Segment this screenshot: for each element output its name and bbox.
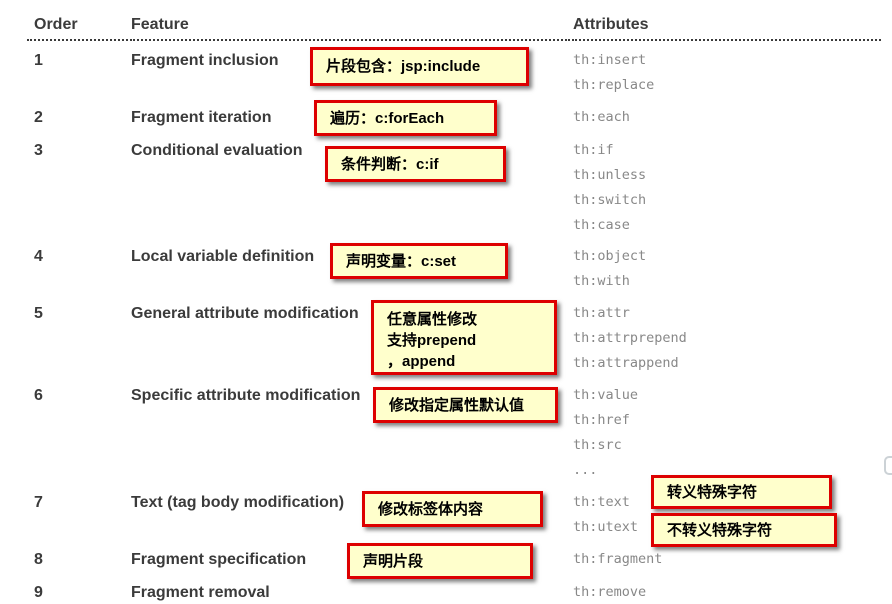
annotation-text: 修改标签体内容: [378, 500, 484, 518]
attribute-value: th:text: [573, 494, 630, 510]
annotation-text: 修改指定属性默认值: [389, 396, 525, 414]
annotation-text: 条件判断：c:if: [341, 155, 439, 173]
attribute-value: th:with: [573, 273, 630, 289]
annotation-specific-attribute-modification: 修改指定属性默认值: [373, 387, 558, 423]
row-attributes: th:attr th:attrprepend th:attrappend: [573, 301, 687, 376]
row-feature: Fragment iteration: [131, 109, 272, 126]
row-attributes: th:text th:utext: [573, 490, 638, 540]
annotation-text: 片段包含：jsp:include: [326, 58, 481, 75]
row-attributes: th:fragment: [573, 547, 662, 572]
annotation-th-text-escape: 转义特殊字符: [651, 475, 832, 509]
row-feature: Fragment specification: [131, 551, 307, 568]
attribute-value: th:case: [573, 217, 630, 233]
column-header-order: Order: [34, 16, 78, 33]
attribute-value: th:object: [573, 248, 647, 264]
annotation-text: 转义特殊字符: [667, 483, 758, 501]
annotation-general-attribute-modification: 任意属性修改 支持prepend ，append: [371, 300, 557, 375]
annotation-th-utext-no-escape: 不转义特殊字符: [651, 513, 837, 547]
attribute-value: th:attrappend: [573, 355, 679, 371]
annotation-text: 声明片段: [363, 552, 424, 570]
row-order: 4: [34, 248, 43, 265]
attribute-value: th:src: [573, 437, 622, 453]
row-attributes: th:if th:unless th:switch th:case: [573, 138, 646, 238]
row-feature: Fragment inclusion: [131, 52, 279, 69]
annotation-fragment-iteration: 遍历：c:forEach: [314, 100, 497, 136]
row-order: 2: [34, 109, 43, 126]
attribute-value: th:href: [573, 412, 630, 428]
attribute-value: th:if: [573, 142, 614, 158]
attribute-value: th:attr: [573, 305, 630, 321]
attribute-value: ...: [573, 462, 598, 478]
annotation-text: ，append: [387, 353, 456, 370]
annotation-text: 任意属性修改: [387, 311, 478, 328]
row-attributes: th:each: [573, 105, 630, 130]
row-feature: Fragment removal: [131, 584, 270, 601]
attribute-value: th:utext: [573, 519, 639, 535]
attribute-value: th:insert: [573, 52, 647, 68]
attribute-value: th:remove: [573, 584, 647, 600]
annotation-text: 遍历：c:forEach: [330, 109, 445, 127]
attribute-value: th:replace: [573, 77, 655, 93]
column-header-attributes: Attributes: [573, 16, 649, 33]
annotation-fragment-specification: 声明片段: [347, 543, 533, 579]
header-divider: [572, 39, 881, 41]
annotation-text-modification: 修改标签体内容: [362, 491, 543, 527]
row-attributes: th:insert th:replace: [573, 48, 654, 98]
attribute-value: th:fragment: [573, 551, 663, 567]
annotation-text: 声明变量：c:set: [346, 252, 457, 270]
row-order: 9: [34, 584, 43, 601]
annotation-text: 不转义特殊字符: [667, 521, 773, 539]
row-feature: Local variable definition: [131, 248, 315, 265]
header-divider: [27, 39, 128, 41]
row-order: 3: [34, 142, 43, 159]
row-feature: Specific attribute modification: [131, 387, 361, 404]
attribute-value: th:each: [573, 109, 630, 125]
row-feature: Conditional evaluation: [131, 142, 303, 159]
row-feature: Text (tag body modification): [131, 494, 345, 511]
attribute-value: th:value: [573, 387, 639, 403]
annotation-fragment-inclusion: 片段包含：jsp:include: [310, 47, 529, 86]
row-feature: General attribute modification: [131, 305, 359, 322]
row-order: 1: [34, 52, 43, 69]
attribute-value: th:unless: [573, 167, 647, 183]
row-order: 5: [34, 305, 43, 322]
attribute-value: th:attrprepend: [573, 330, 687, 346]
row-attributes: th:remove: [573, 580, 646, 604]
row-attributes: th:object th:with: [573, 244, 646, 294]
row-order: 6: [34, 387, 43, 404]
clipped-callout-border: [884, 456, 892, 475]
annotation-text: 支持prepend: [387, 332, 477, 349]
row-order: 8: [34, 551, 43, 568]
row-order: 7: [34, 494, 43, 511]
column-header-feature: Feature: [131, 16, 189, 33]
attribute-value: th:switch: [573, 192, 647, 208]
annotation-conditional-evaluation: 条件判断：c:if: [325, 146, 506, 182]
row-attributes: th:value th:href th:src ...: [573, 383, 638, 483]
header-divider: [130, 39, 570, 41]
annotation-local-variable-definition: 声明变量：c:set: [330, 243, 508, 279]
